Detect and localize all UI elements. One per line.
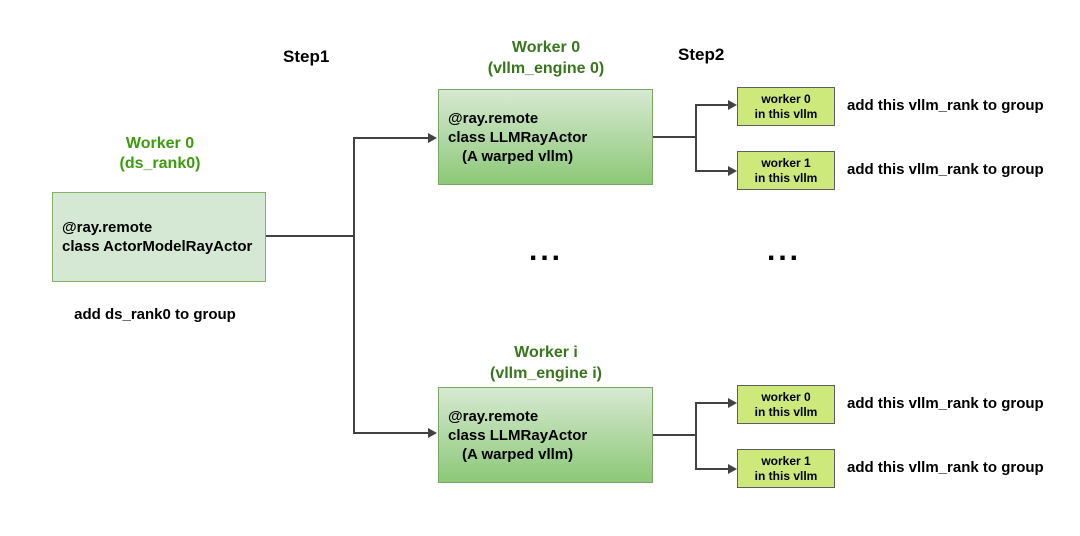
connector-engine0-branch [695, 104, 697, 172]
engine0-worker0-line2: in this vllm [754, 106, 818, 121]
connector-engine1-worker0 [695, 402, 729, 404]
engine0-worker0-caption: add this vllm_rank to group [847, 97, 1044, 114]
connector-actor-to-trunk [266, 235, 353, 237]
engine1-worker1-line2: in this vllm [754, 468, 818, 483]
engine1-worker1-box: worker 1 in this vllm [737, 449, 835, 488]
engine1-title-line2: (vllm_engine i) [489, 365, 603, 382]
engine0-worker1-line1: worker 1 [761, 155, 811, 170]
arrowhead-engine0 [428, 133, 437, 143]
engine1-code-line3: (A warped vllm) [462, 445, 574, 463]
engine1-box: @ray.remote class LLMRayActor (A warped … [438, 387, 653, 483]
engine1-worker0-line2: in this vllm [754, 404, 818, 419]
ellipsis-workers: ... [766, 234, 801, 267]
connector-engine1-worker1 [695, 468, 729, 470]
engine0-title: Worker 0 (vllm_engine 0) [446, 37, 646, 79]
actor-title: Worker 0 (ds_rank0) [60, 134, 260, 174]
actor-code-line1: @ray.remote [62, 219, 153, 236]
engine0-box: @ray.remote class LLMRayActor (A warped … [438, 89, 653, 185]
engine0-worker1-box: worker 1 in this vllm [737, 151, 835, 190]
engine0-worker1-caption: add this vllm_rank to group [847, 161, 1044, 178]
actor-title-line1: Worker 0 [125, 135, 195, 152]
actor-box: @ray.remote class ActorModelRayActor [52, 192, 266, 282]
engine1-code-line2: class LLMRayActor [448, 426, 588, 444]
engine1-worker1-line1: worker 1 [761, 453, 811, 468]
arrowhead-engine1 [428, 428, 437, 438]
actor-caption: add ds_rank0 to group [74, 306, 236, 323]
engine1-worker0-box: worker 0 in this vllm [737, 385, 835, 424]
arrowhead-engine0-worker1 [728, 166, 737, 176]
connector-engine0-worker1 [695, 170, 729, 172]
connector-trunk-vertical [353, 137, 355, 434]
actor-code-line2: class ActorModelRayActor [62, 238, 253, 255]
arrowhead-engine1-worker0 [728, 398, 737, 408]
connector-engine1-branch [695, 402, 697, 470]
engine0-worker1-line2: in this vllm [754, 170, 818, 185]
step1-label: Step1 [283, 47, 330, 66]
step2-label: Step2 [678, 45, 725, 64]
arrowhead-engine0-worker0 [728, 100, 737, 110]
engine1-title: Worker i (vllm_engine i) [446, 342, 646, 384]
ellipsis-engines: ... [528, 234, 563, 267]
engine0-code-line3: (A warped vllm) [462, 147, 574, 165]
engine0-worker0-line1: worker 0 [761, 91, 811, 106]
engine0-code-line2: class LLMRayActor [448, 128, 588, 146]
connector-trunk-to-engine1 [353, 432, 428, 434]
connector-trunk-to-engine0 [353, 137, 428, 139]
engine1-worker0-line1: worker 0 [761, 389, 811, 404]
engine1-title-line1: Worker i [514, 344, 578, 361]
actor-title-line2: (ds_rank0) [119, 155, 201, 172]
engine0-worker0-box: worker 0 in this vllm [737, 87, 835, 126]
connector-engine0-worker0 [695, 104, 729, 106]
connector-engine0-out [653, 136, 695, 138]
engine0-code-line1: @ray.remote [448, 109, 539, 127]
arrowhead-engine1-worker1 [728, 464, 737, 474]
engine1-worker0-caption: add this vllm_rank to group [847, 395, 1044, 412]
engine1-code-line1: @ray.remote [448, 407, 539, 425]
engine0-title-line2: (vllm_engine 0) [487, 60, 605, 77]
engine0-title-line1: Worker 0 [511, 39, 581, 56]
connector-engine1-out [653, 434, 695, 436]
engine1-worker1-caption: add this vllm_rank to group [847, 459, 1044, 476]
